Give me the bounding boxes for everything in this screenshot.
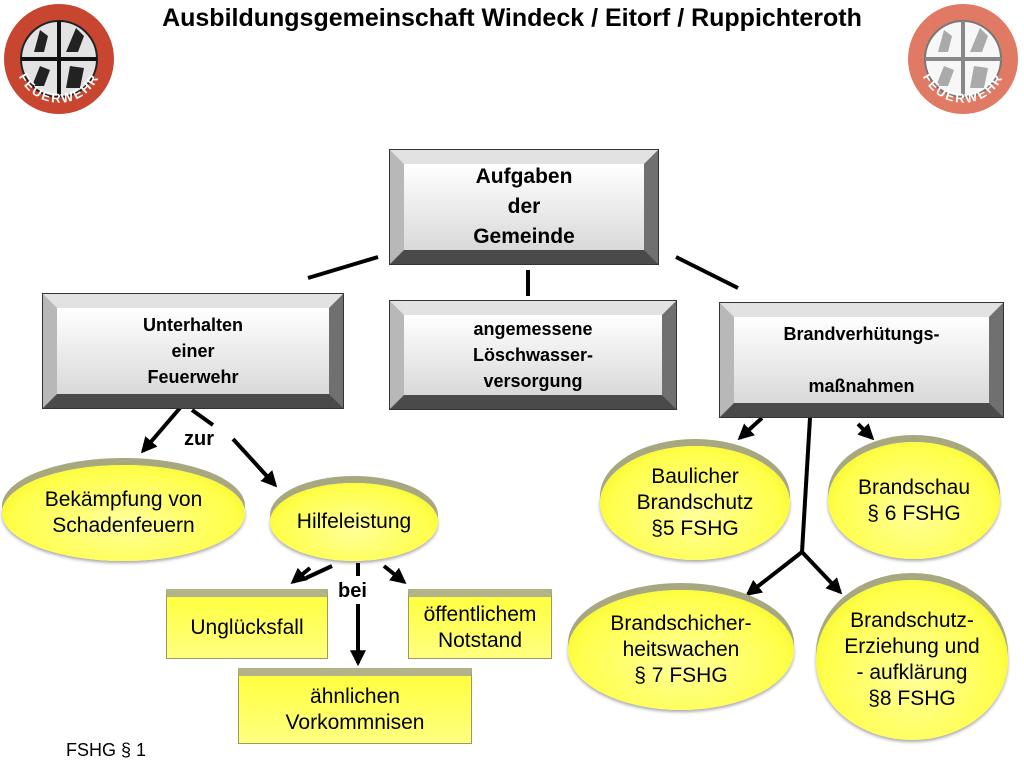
node-brandverhuetungsmassnahmen: Brandverhütungs- maßnahmen [719,302,1004,418]
node-aehnliche-vorkommnisse: ähnlichen Vorkommnisen [238,668,472,744]
node-loeschwasserversorgung: angemessene Löschwasser- versorgung [389,300,677,410]
node-brandschau: Brandschau § 6 FSHG [828,442,1000,559]
node-erziehung-label: Brandschutz- Erziehung und - aufklärung … [844,609,980,710]
node-unterhalten-label: Unterhalten einer Feuerwehr [142,315,243,387]
node-ungluecksfall: Unglücksfall [166,589,328,659]
arrow-to-ungluecksfall [290,566,312,585]
connector-brandverhuetung-trunk [800,417,812,553]
node-brandschutzerziehung: Brandschutz- Erziehung und - aufklärung … [816,580,1008,740]
node-hilfeleistung: Hilfeleistung [270,483,438,561]
node-oeffentlicher-notstand: öffentlichem Notstand [408,589,552,659]
page-title: Ausbildungsgemeinschaft Windeck / Eitorf… [162,4,862,32]
footer-reference: FSHG § 1 [66,740,147,760]
label-zur: zur [184,428,214,450]
label-bei: bei [338,580,367,602]
arrow-to-bekaempfung [140,406,182,454]
arrow-to-erziehung [800,550,843,595]
arrow-to-brandschau [856,422,875,441]
arrow-to-notstand [382,564,407,584]
node-unterhalten-feuerwehr: Unterhalten einer Feuerwehr [42,293,344,409]
connector-root-brandverhuetung [675,255,739,290]
node-bekaempfung-label: Bekämpfung von Schadenfeuern [44,488,203,537]
node-brandsicherheit-label: Brandschicher- heitswachen § 7 FSHG [610,612,752,687]
node-bekaempfung-schadenfeuern: Bekämpfung von Schadenfeuern [2,465,245,561]
node-notstand-label: öffentlichem Notstand [423,602,537,652]
node-ungluecksfall-label: Unglücksfall [190,615,304,639]
arrow-to-baulicher [737,416,764,441]
feuerwehr-logo-left: FEUERWEHR [4,4,114,114]
node-hilfeleistung-label: Hilfeleistung [296,510,412,533]
connector-root-unterhalten [307,255,379,280]
node-vorkommnisse-label: ähnlichen Vorkommnisen [285,684,425,734]
node-brandverhuetung-label: Brandverhütungs- maßnahmen [783,324,940,396]
connector-bei-left [305,564,333,580]
node-baulicher-label: Baulicher Brandschutz §5 FSHG [636,465,754,540]
feuerwehr-logo-right: FEUERWEHR [908,4,1018,114]
node-loeschwasser-label: angemessene Löschwasser- versorgung [472,319,594,391]
node-aufgaben-label: Aufgaben der Gemeinde [473,165,575,248]
node-brandsicherheitswachen: Brandschicher- heitswachen § 7 FSHG [568,590,794,710]
node-aufgaben-der-gemeinde: Aufgaben der Gemeinde [389,149,659,265]
node-brandschau-label: Brandschau § 6 FSHG [857,475,971,525]
node-baulicher-brandschutz: Baulicher Brandschutz §5 FSHG [600,446,790,560]
arrow-to-brandsicherheit [745,550,804,596]
arrow-to-hilfeleistung [231,437,278,488]
connector-zur-stub [190,408,215,427]
